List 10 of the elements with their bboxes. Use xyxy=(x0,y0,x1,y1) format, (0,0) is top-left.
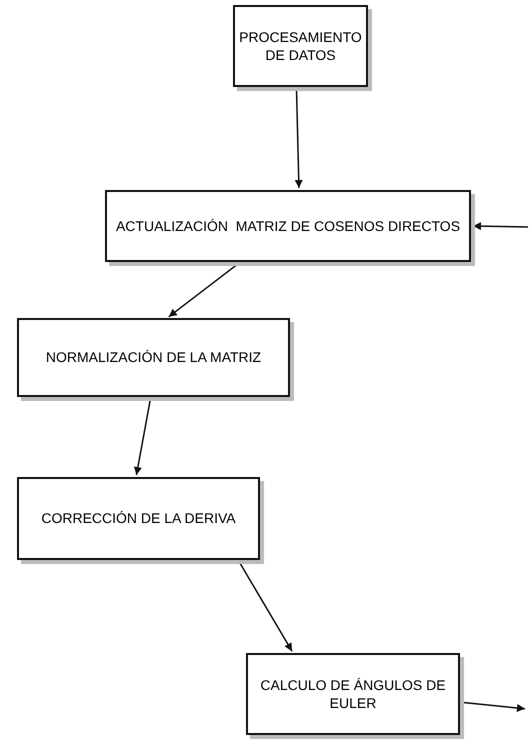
arrow xyxy=(238,561,293,652)
box-label: NORMALIZACIÓN DE LA MATRIZ xyxy=(46,348,262,367)
arrow xyxy=(134,398,152,476)
box-label: CALCULO DE ÁNGULOS DE EULER xyxy=(259,676,447,712)
box-label: CORRECCIÓN DE LA DERIVA xyxy=(41,509,236,528)
arrow xyxy=(472,222,528,230)
arrow xyxy=(462,702,526,712)
box-label: ACTUALIZACIÓN MATRIZ DE COSENOS DIRECTOS xyxy=(116,216,460,236)
box-label: PROCESAMIENTO DE DATOS xyxy=(239,28,362,64)
arrow xyxy=(294,88,303,188)
